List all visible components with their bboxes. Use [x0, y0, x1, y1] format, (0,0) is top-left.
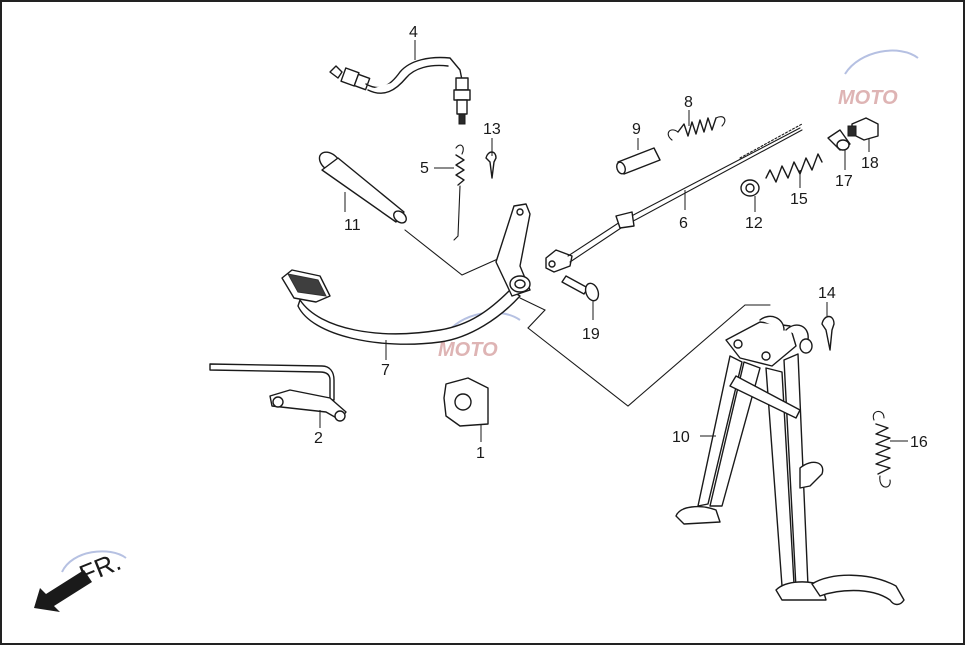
leader-lines — [319, 40, 908, 442]
part-1-plate — [443, 377, 489, 427]
callout-6: 6 — [679, 215, 688, 232]
part-12-washer — [740, 179, 760, 197]
callout-9: 9 — [632, 121, 641, 138]
callouts: 4 5 13 11 7 2 1 19 6 9 8 12 15 17 18 14 … — [314, 24, 928, 462]
part-2-bracket — [209, 363, 347, 422]
part-10-main-stand — [675, 315, 905, 606]
part-8-spring — [667, 116, 726, 141]
part-4-stop-switch — [329, 56, 471, 125]
callout-18: 18 — [861, 155, 879, 172]
part-18-nut — [847, 117, 879, 141]
callout-19: 19 — [582, 326, 600, 343]
part-13-cotter-pin — [485, 151, 497, 179]
callout-17: 17 — [835, 173, 853, 190]
part-14-cotter-pin — [821, 315, 835, 351]
callout-11: 11 — [344, 217, 361, 234]
front-arrow-icon — [34, 570, 92, 612]
part-7-brake-pedal — [281, 203, 531, 345]
part-11-pivot-shaft — [318, 151, 407, 224]
part-6-brake-rod — [545, 123, 803, 273]
callout-14: 14 — [818, 285, 836, 302]
callout-8: 8 — [684, 94, 693, 111]
part-15-spring — [765, 153, 823, 183]
part-16-spring — [872, 410, 891, 488]
callout-2: 2 — [314, 430, 323, 447]
part-19-pin — [561, 275, 600, 302]
part-5-spring — [453, 144, 465, 241]
callout-5: 5 — [420, 160, 429, 177]
callout-7: 7 — [381, 362, 390, 379]
watermark-top-right: MOTO — [838, 49, 919, 109]
callout-15: 15 — [790, 191, 808, 208]
part-17-joint — [827, 129, 851, 151]
watermark-text: MOTO — [838, 87, 898, 109]
assembly-guide-lines — [404, 229, 771, 407]
callout-10: 10 — [672, 429, 690, 446]
callout-16: 16 — [910, 434, 928, 451]
callout-4: 4 — [409, 24, 418, 41]
callout-13: 13 — [483, 121, 501, 138]
callout-12: 12 — [745, 215, 763, 232]
watermark-bottom-left — [61, 550, 127, 573]
callout-1: 1 — [476, 445, 485, 462]
watermark-text: MOTO — [438, 339, 498, 361]
part-9-tube — [616, 147, 661, 175]
